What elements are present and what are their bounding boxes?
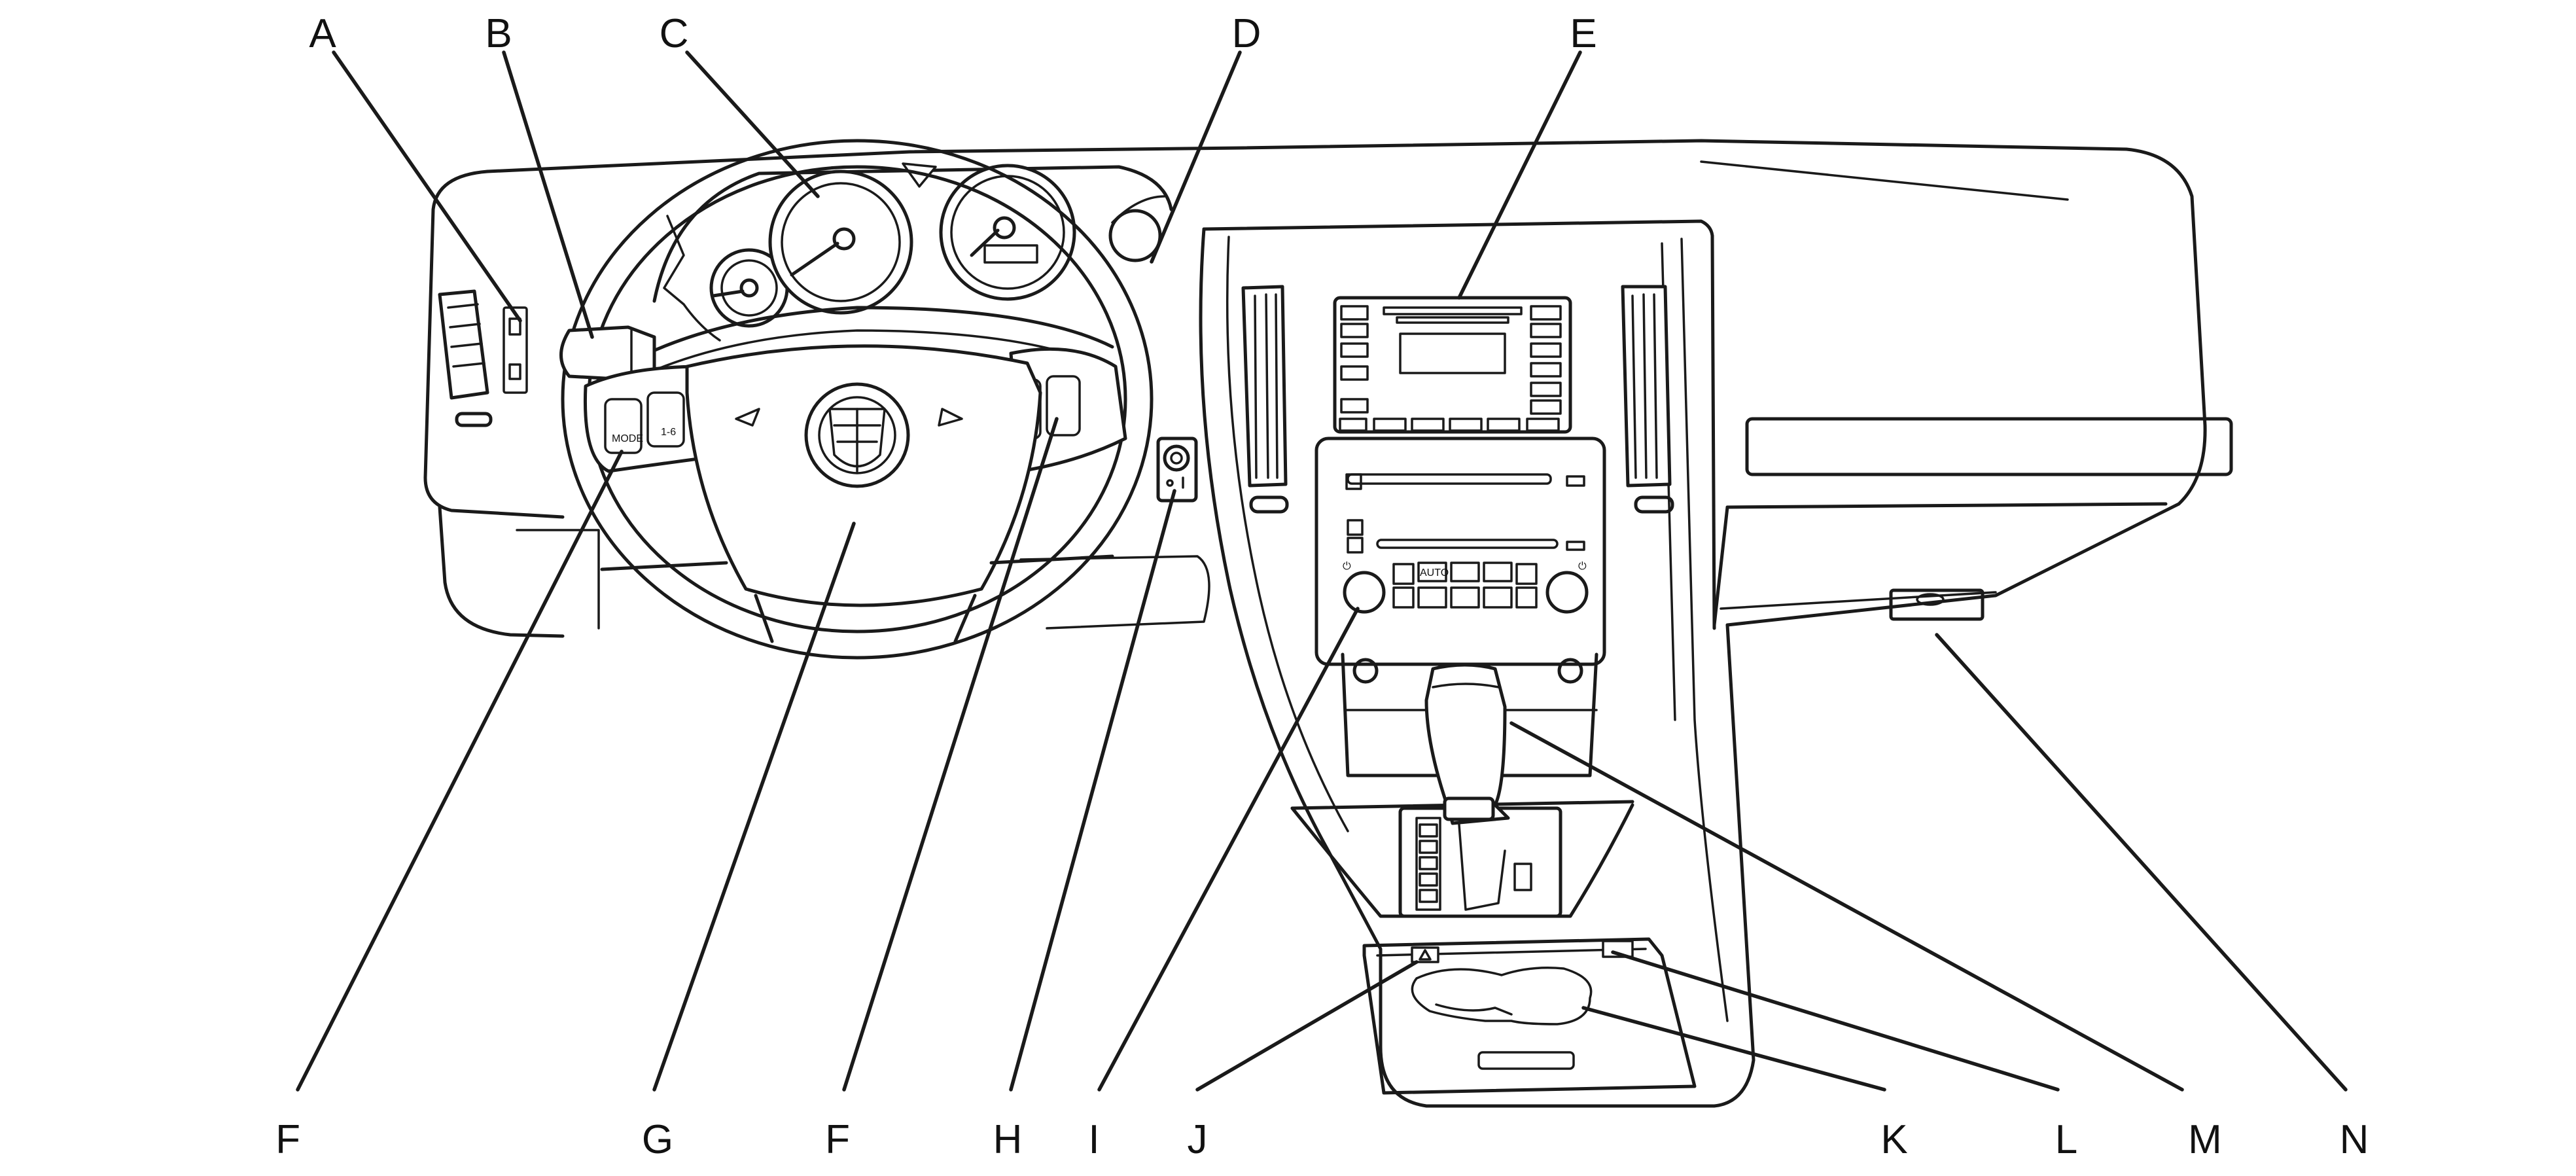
power-icon: ⏻	[1343, 561, 1351, 572]
center-stack: ⏻ ⏻ AUTO	[1199, 219, 1756, 1108]
mode-button-label: MODE	[612, 433, 643, 444]
callout-label-d: D	[1232, 11, 1262, 56]
callout-labels: A B C D E F G F H I J K L M N	[275, 11, 2369, 1162]
callout-label-m: M	[2188, 1117, 2222, 1162]
callout-label-g: G	[642, 1117, 673, 1162]
dashboard-outline	[423, 139, 2233, 638]
leader-line-n	[1935, 633, 2348, 1092]
ignition-switch	[1156, 437, 1198, 503]
callout-label-a: A	[309, 11, 336, 56]
leader-line-b	[502, 50, 594, 339]
callout-label-c: C	[660, 11, 689, 56]
leader-line-k	[1581, 1006, 1886, 1092]
leader-line-g	[652, 522, 856, 1092]
callout-label-e: E	[1570, 11, 1597, 56]
leader-line-f-left	[296, 450, 624, 1092]
callout-label-j: J	[1188, 1117, 1208, 1162]
leader-line-d	[1150, 50, 1242, 264]
callout-label-k: K	[1880, 1117, 1907, 1162]
callout-label-i: I	[1088, 1117, 1099, 1162]
auto-button-label: AUTO	[1420, 567, 1449, 579]
leader-line-m	[1509, 721, 2184, 1092]
leader-line-j	[1195, 960, 1419, 1092]
leader-line-h	[1009, 489, 1176, 1092]
radio-display-unit	[1333, 296, 1572, 434]
leader-line-i	[1097, 607, 1360, 1092]
callout-label-n: N	[2340, 1117, 2369, 1162]
shifter-area	[1290, 652, 1634, 918]
callout-label-l: L	[2055, 1117, 2077, 1162]
callout-label-f-right: F	[825, 1117, 850, 1162]
power-icon: ⏻	[1578, 561, 1587, 572]
leader-line-f-right	[842, 417, 1059, 1092]
callout-label-b: B	[485, 11, 512, 56]
callout-label-f-left: F	[275, 1117, 300, 1162]
scroll-button-label: 1-6	[661, 427, 676, 438]
leader-line-l	[1611, 950, 2060, 1092]
audio-climate-panel: ⏻ ⏻ AUTO	[1314, 437, 1606, 666]
leader-line-e	[1457, 50, 1582, 300]
callout-label-h: H	[993, 1117, 1023, 1162]
callout-leader-lines	[296, 50, 2348, 1092]
leader-line-a	[332, 50, 522, 323]
leader-line-c	[685, 50, 820, 198]
cupholder-area	[1362, 937, 1697, 1095]
